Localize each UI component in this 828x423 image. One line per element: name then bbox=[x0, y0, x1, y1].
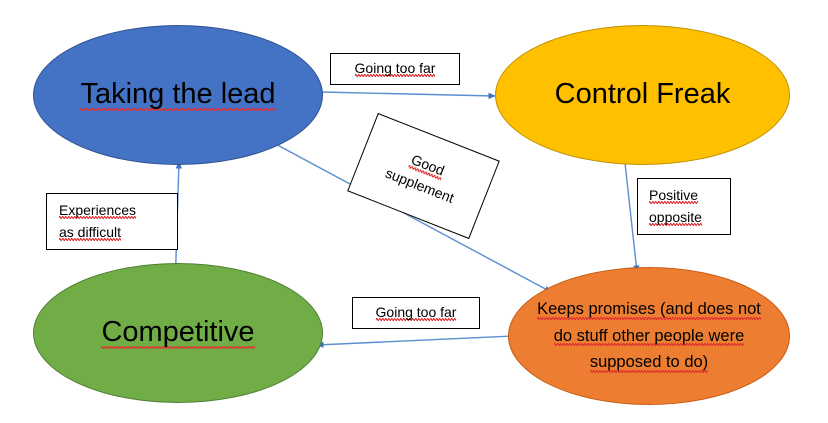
arrow-taking-the-lead-to-control-freak bbox=[320, 91, 496, 100]
edge-label-positive-opposite[interactable]: Positive opposite bbox=[637, 178, 731, 235]
spellcheck-text: opposite bbox=[649, 208, 702, 225]
spellcheck-text: as difficult bbox=[59, 223, 121, 240]
spellcheck-text: Going too far bbox=[354, 60, 436, 77]
edge-label-experiences-as-difficult[interactable]: Experiences as difficult bbox=[46, 193, 178, 250]
spellcheck-text: Going too far bbox=[375, 304, 457, 321]
edge-label-line: as difficult bbox=[59, 222, 121, 244]
node-competitive[interactable]: Competitive bbox=[33, 263, 323, 403]
edge-label-line: Experiences bbox=[59, 200, 137, 222]
spellcheck-text: Taking the lead bbox=[80, 78, 276, 111]
spellcheck-text: do stuff other people were bbox=[553, 326, 745, 345]
spellcheck-text: Keeps promises (and does not bbox=[537, 299, 761, 318]
arrow-taking-the-lead-to-keeps-promises bbox=[269, 140, 552, 293]
edge-label-going-too-far-top[interactable]: Going too far bbox=[330, 53, 460, 85]
node-taking-the-lead[interactable]: Taking the lead bbox=[33, 25, 323, 165]
node-control-freak[interactable]: Control Freak bbox=[495, 25, 790, 165]
spellcheck-text: supposed to do) bbox=[589, 353, 709, 372]
node-taking-the-lead-label: Taking the lead bbox=[72, 76, 283, 113]
node-keeps-promises[interactable]: Keeps promises (and does not do stuff ot… bbox=[508, 267, 790, 405]
node-competitive-label: Competitive bbox=[93, 314, 262, 351]
node-keeps-promises-label: Keeps promises (and does not do stuff ot… bbox=[529, 296, 769, 376]
arrow-control-freak-to-keeps-promises bbox=[624, 162, 640, 273]
edge-label-line: opposite bbox=[649, 207, 702, 229]
edge-label-line: Going too far bbox=[375, 302, 457, 324]
edge-label-line: Positive bbox=[649, 185, 699, 207]
spellcheck-text: Positive bbox=[649, 186, 699, 203]
node-control-freak-label: Control Freak bbox=[554, 78, 731, 111]
spellcheck-text: Experiences bbox=[59, 201, 137, 218]
edge-label-going-too-far-bottom[interactable]: Going too far bbox=[352, 297, 480, 329]
spellcheck-text: Competitive bbox=[101, 316, 255, 349]
arrow-keeps-promises-to-competitive bbox=[316, 335, 513, 348]
edge-label-line: Going too far bbox=[354, 58, 436, 80]
